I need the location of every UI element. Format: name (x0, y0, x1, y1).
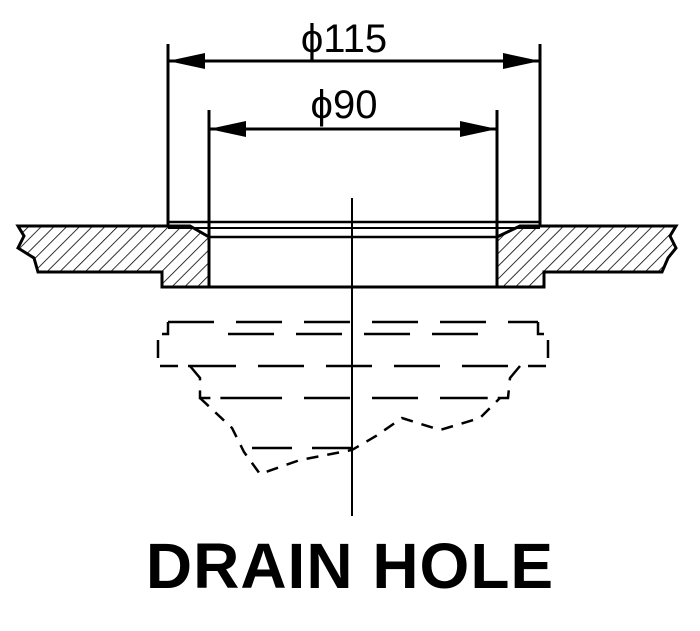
outer-dim-arrow-right (503, 53, 540, 69)
left-slab-hatch (15, 224, 211, 289)
outer-diameter-dimension: ϕ115 (166, 17, 542, 226)
outer-diameter-label: ϕ115 (301, 17, 387, 61)
inner-dim-arrow-right (460, 121, 497, 137)
drawing-title: DRAIN HOLE (146, 530, 554, 602)
slab-section (15, 220, 679, 289)
hidden-drain-body (156, 320, 550, 476)
outer-dim-arrow-left (168, 53, 205, 69)
inner-diameter-label: ϕ90 (311, 83, 378, 127)
right-slab-hatch (495, 224, 679, 289)
inner-dim-arrow-left (209, 121, 246, 137)
